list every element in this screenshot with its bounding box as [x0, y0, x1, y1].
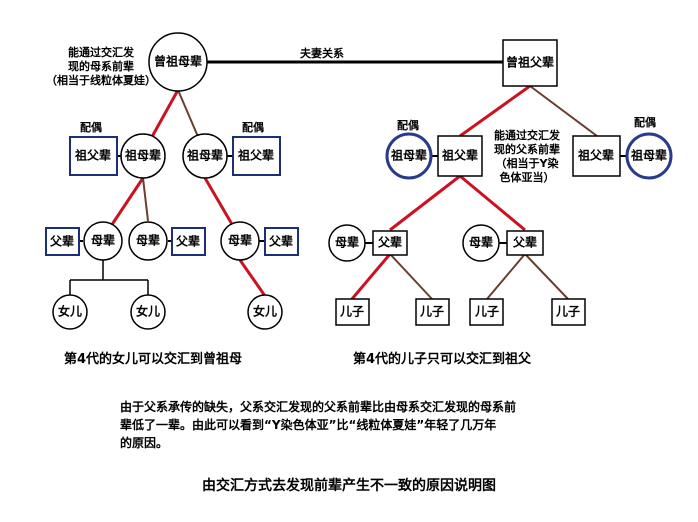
node-mother-3: 母辈 — [220, 221, 260, 261]
node-grandfather-4: 祖父辈 — [572, 135, 621, 177]
line-f5-s3 — [486, 253, 526, 300]
svg-text:母辈: 母辈 — [335, 235, 359, 250]
svg-text:母辈: 母辈 — [91, 233, 115, 248]
svg-text:父辈: 父辈 — [175, 234, 200, 249]
svg-text:父辈: 父辈 — [512, 235, 537, 250]
node-grandmother-spouse-4: 祖母辈 — [625, 132, 673, 180]
svg-text:曾祖母辈: 曾祖母辈 — [154, 54, 202, 69]
node-grandmother-1: 祖母辈 — [120, 133, 166, 179]
svg-text:祖母辈: 祖母辈 — [124, 148, 161, 163]
y-note-line-3: （相当于Y染 — [495, 157, 559, 170]
svg-text:女儿: 女儿 — [136, 304, 160, 319]
svg-text:儿子: 儿子 — [419, 305, 444, 319]
svg-text:儿子: 儿子 — [339, 305, 364, 319]
node-mother-spouse-5: 母辈 — [462, 224, 500, 262]
svg-text:父辈: 父辈 — [268, 234, 293, 249]
line-f4-s1 — [350, 253, 392, 300]
node-daughter-2: 女儿 — [130, 294, 166, 330]
line-gf3-f5 — [459, 174, 526, 232]
svg-text:祖父辈: 祖父辈 — [74, 148, 111, 163]
node-son-1: 儿子 — [335, 298, 370, 326]
node-mother-1: 母辈 — [83, 221, 123, 261]
mito-note-line-1: 能通过交汇发 — [68, 46, 134, 59]
node-father-spouse-1: 父辈 — [45, 227, 80, 256]
node-father-5: 父辈 — [506, 230, 544, 256]
svg-text:祖父辈: 祖父辈 — [441, 148, 478, 163]
note-line-3: 的原因。 — [120, 436, 169, 450]
node-grandmother-spouse-3: 祖母辈 — [385, 132, 433, 180]
line-gf3-f4 — [389, 174, 461, 232]
node-grandfather-spouse-2: 祖父辈 — [232, 136, 281, 176]
node-son-2: 儿子 — [415, 298, 450, 326]
node-father-spouse-2: 父辈 — [171, 227, 206, 256]
svg-text:女儿: 女儿 — [58, 304, 82, 319]
node-grandmother-2: 祖母辈 — [182, 133, 228, 179]
y-note-line-1: 能通过交汇发 — [494, 129, 560, 142]
node-mother-spouse-4: 母辈 — [328, 224, 366, 262]
mito-eve-note: 能通过交汇发 现的母系前辈 （相当于线粒体夏娃） — [46, 46, 156, 88]
marriage-label: 夫妻关系 — [300, 47, 344, 60]
diagram-title: 由交汇方式去发现前辈产生不一致的原因说明图 — [202, 478, 496, 494]
svg-text:父辈: 父辈 — [49, 234, 74, 249]
spouse-label-2: 配偶 — [242, 121, 264, 134]
svg-text:儿子: 儿子 — [555, 305, 580, 319]
svg-text:祖父辈: 祖父辈 — [237, 148, 274, 163]
svg-text:祖母辈: 祖母辈 — [186, 148, 223, 163]
svg-text:祖父辈: 祖父辈 — [577, 148, 614, 163]
caption-right: 第4代的儿子只可以交汇到祖父 — [353, 352, 532, 367]
line-f5-s4 — [524, 253, 569, 300]
node-son-4: 儿子 — [551, 298, 586, 326]
spouse-label-1: 配偶 — [80, 121, 102, 134]
explanatory-note: 由于父系承传的缺失，父系交汇发现的父系前辈比由母系交汇发现的母系前 辈低了一辈。… — [120, 398, 590, 452]
svg-text:父辈: 父辈 — [377, 235, 402, 250]
node-great-grandmother: 曾祖母辈 — [148, 32, 208, 92]
line-f4-s2 — [389, 253, 433, 300]
caption-left: 第4代的女儿可以交汇到曾祖母 — [64, 352, 243, 367]
connector-lines — [69, 60, 627, 300]
svg-text:儿子: 儿子 — [474, 305, 499, 319]
svg-text:祖母辈: 祖母辈 — [390, 148, 427, 163]
note-line-1: 由于父系承传的缺失，父系交汇发现的父系前辈比由母系交汇发现的母系前 — [120, 400, 517, 414]
node-great-grandfather: 曾祖父辈 — [502, 39, 558, 87]
note-line-2: 辈低了一辈。由此可以看到“Y染色体亚”比“线粒体夏娃”年轻了几万年 — [120, 418, 497, 432]
svg-text:母辈: 母辈 — [228, 233, 252, 248]
node-son-3: 儿子 — [469, 298, 504, 326]
node-daughter-3: 女儿 — [247, 294, 283, 330]
svg-text:女儿: 女儿 — [253, 304, 277, 319]
node-mother-2: 母辈 — [128, 221, 168, 261]
svg-text:母辈: 母辈 — [136, 233, 160, 248]
node-grandfather-spouse-1: 祖父辈 — [69, 136, 118, 176]
node-father-spouse-3: 父辈 — [264, 227, 299, 256]
svg-text:曾祖父辈: 曾祖父辈 — [506, 55, 554, 70]
svg-text:祖母辈: 祖母辈 — [630, 148, 667, 163]
svg-text:母辈: 母辈 — [469, 235, 493, 250]
line-ggf-gf3 — [459, 84, 531, 138]
node-father-4: 父辈 — [372, 230, 408, 256]
mito-note-line-3: （相当于线粒体夏娃） — [46, 74, 156, 87]
spouse-label-4: 配偶 — [634, 116, 656, 129]
mito-note-line-2: 现的母系前辈 — [68, 60, 134, 73]
y-note-line-2: 现的父系前辈 — [494, 143, 560, 156]
spouse-label-3: 配偶 — [397, 119, 419, 132]
line-gm1-m2 — [142, 177, 149, 222]
line-m3-d3 — [238, 259, 267, 297]
node-daughter-1: 女儿 — [52, 294, 88, 330]
y-note-line-4: 色体亚当） — [499, 171, 555, 184]
line-ggf-gf4 — [529, 85, 598, 137]
node-grandfather-3: 祖父辈 — [437, 135, 483, 177]
y-adam-note: 能通过交汇发 现的父系前辈 （相当于Y染 色体亚当） — [484, 129, 570, 185]
